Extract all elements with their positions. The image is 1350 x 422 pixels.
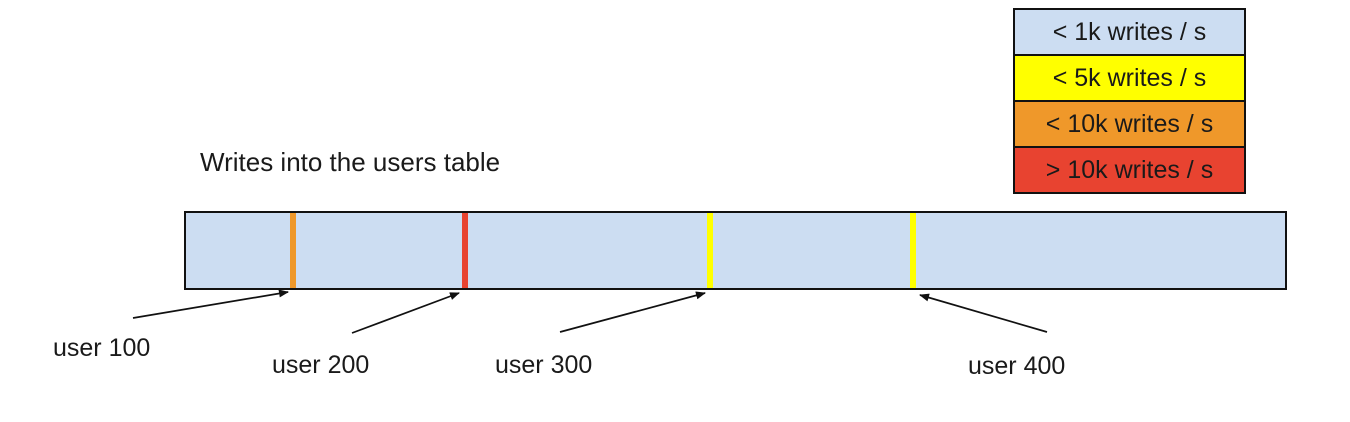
diagram-title: Writes into the users table: [200, 147, 501, 177]
legend-item-lt-10k: < 10k writes / s: [1013, 100, 1246, 148]
label-user-400: user 400: [968, 352, 1066, 380]
legend-item-gt-10k: > 10k writes / s: [1013, 146, 1246, 194]
hotspot-stripe-user-400: [910, 213, 917, 288]
legend-item-label: > 10k writes / s: [1045, 155, 1214, 184]
legend-item-lt-5k: < 5k writes / s: [1013, 54, 1246, 102]
legend-item-label: < 1k writes / s: [1052, 17, 1207, 46]
hotspot-stripe-user-200: [461, 213, 468, 288]
hotspot-stripe-user-300: [706, 213, 713, 288]
label-user-200: user 200: [272, 351, 370, 379]
hotspot-stripe-user-100: [290, 213, 297, 288]
arrow-user-100: [132, 289, 289, 319]
arrow-user-300: [559, 291, 706, 333]
legend-item-lt-1k: < 1k writes / s: [1013, 8, 1246, 56]
arrow-user-200: [351, 292, 460, 334]
label-user-300: user 300: [495, 351, 593, 379]
legend-item-label: < 5k writes / s: [1052, 63, 1207, 92]
legend: < 1k writes / s < 5k writes / s < 10k wr…: [1013, 8, 1246, 194]
arrow-user-400: [919, 293, 1048, 333]
users-table-bar: [184, 211, 1287, 290]
legend-item-label: < 10k writes / s: [1045, 109, 1214, 138]
label-user-100: user 100: [53, 334, 151, 362]
